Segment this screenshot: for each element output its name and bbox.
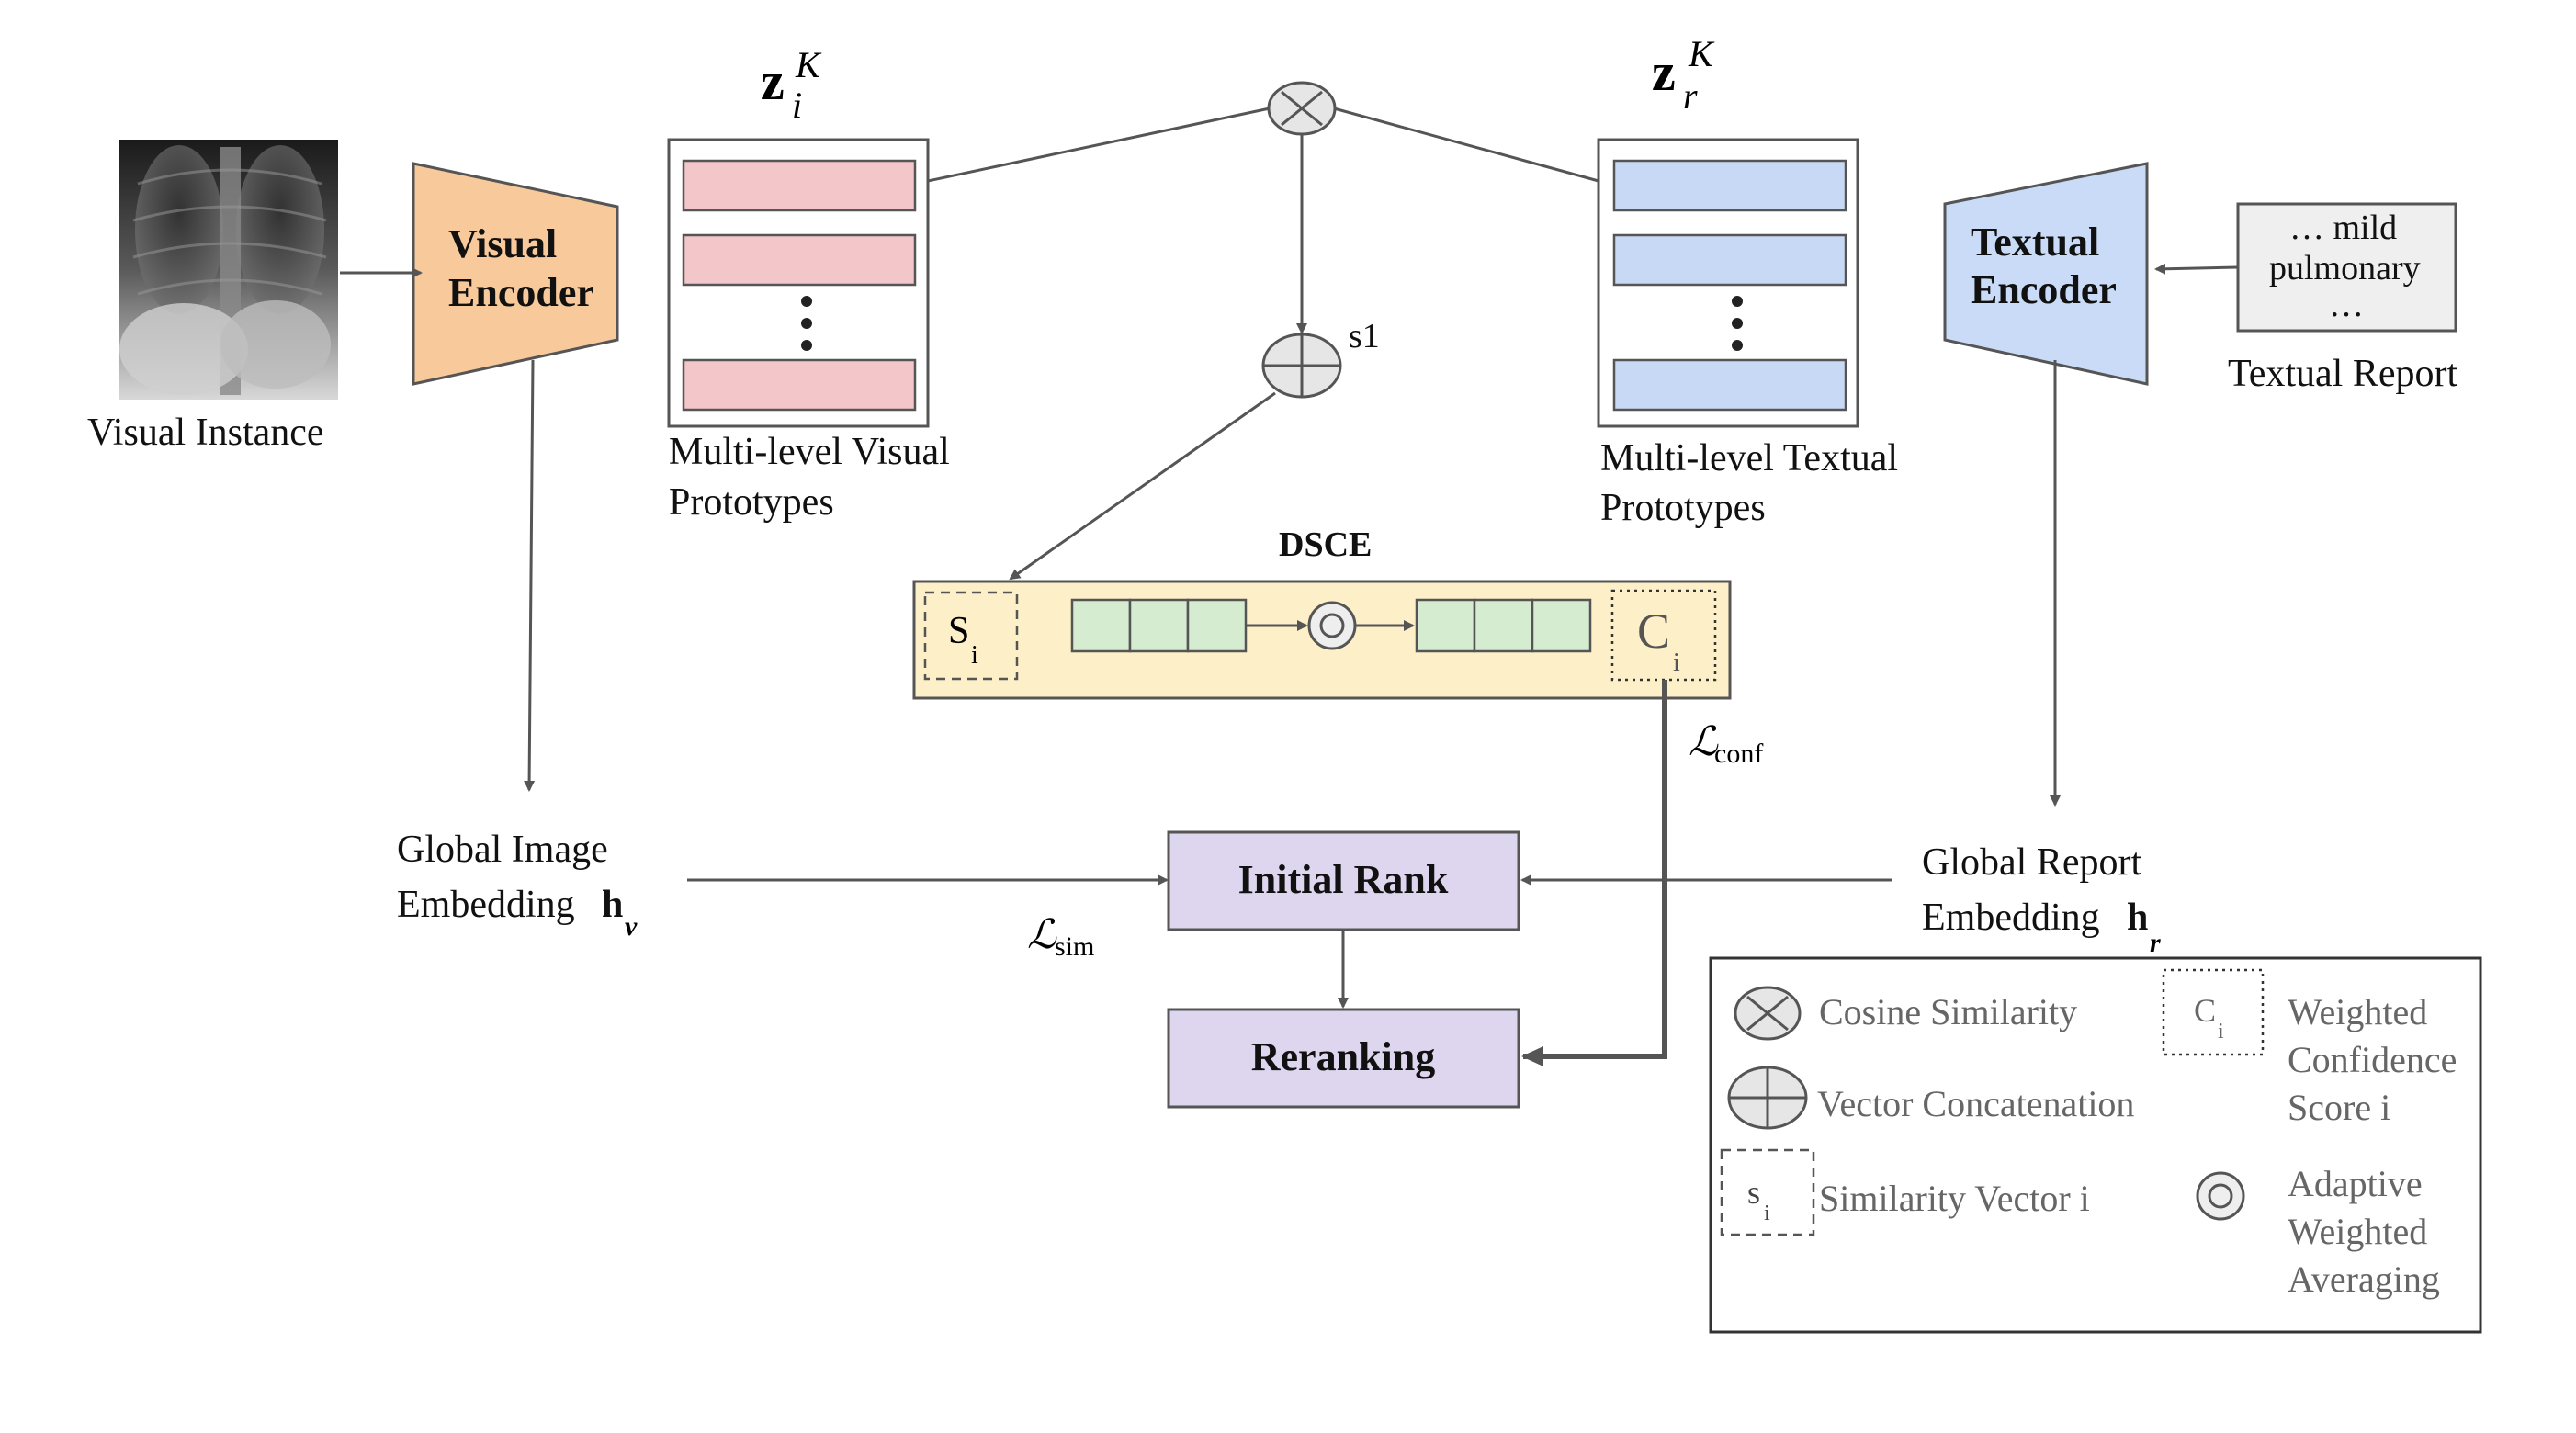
visual-encoder-label-2: Encoder — [448, 270, 594, 315]
line-visual-proto-to-cosine — [927, 107, 1271, 183]
loss-conf-sub: conf — [1714, 739, 1763, 769]
xray-image — [119, 140, 338, 400]
textual-encoder-block — [1943, 162, 2149, 386]
textual-prototype-symbol: z — [1652, 42, 1676, 102]
legend-confidence-icon — [2162, 968, 2265, 1056]
legend-concat-label: Vector Concatenation — [1817, 1083, 2134, 1124]
textual-prototypes-label-1: Multi-level Textual — [1600, 437, 1898, 480]
visual-prototypes-label-1: Multi-level Visual — [669, 431, 950, 473]
visual-prototype-bar-2 — [682, 233, 917, 287]
global-report-label-2: Embedding — [1922, 897, 2100, 939]
textual-prototype-bar-1 — [1612, 159, 1847, 212]
legend-cosine-label: Cosine Similarity — [1819, 991, 2077, 1032]
arrow-report-to-encoder — [2154, 263, 2239, 275]
loss-sim-sub: sim — [1055, 931, 1094, 962]
legend-simvec-label: Similarity Vector i — [1819, 1178, 2090, 1219]
textual-encoder-label-2: Encoder — [1971, 267, 2117, 312]
ellipsis-dot — [1732, 318, 1743, 329]
dsce-cell — [1531, 598, 1592, 653]
visual-encoder-block — [412, 162, 619, 386]
arrow-visual-encoder-to-embedding — [524, 359, 536, 792]
initial-rank-label: Initial Rank — [1238, 857, 1449, 902]
legend-awa-icon — [2196, 1171, 2245, 1221]
legend-concat-icon — [1727, 1066, 1808, 1130]
adaptive-weighted-averaging-icon — [1307, 601, 1357, 650]
textual-prototype-sub: r — [1683, 75, 1698, 117]
global-image-label-1: Global Image — [397, 829, 608, 871]
visual-instance-label: Visual Instance — [87, 412, 324, 454]
textual-prototype-sup: K — [1688, 33, 1715, 74]
dsce-cell — [1186, 598, 1248, 653]
reranking-label: Reranking — [1251, 1034, 1435, 1079]
global-report-var: h — [2127, 897, 2148, 939]
ellipsis-dot — [1732, 340, 1743, 351]
ci-sub: i — [1673, 649, 1680, 677]
textual-encoder-label-1: Textual — [1971, 220, 2099, 265]
dsce-cell — [1128, 598, 1190, 653]
visual-prototype-sup: K — [795, 44, 822, 85]
global-image-var-sub: v — [625, 911, 638, 942]
dsce-cell — [1415, 598, 1476, 653]
ellipsis-dot — [801, 318, 812, 329]
loss-sim-symbol: ℒ — [1027, 912, 1057, 957]
legend-cosine-icon — [1734, 986, 1802, 1041]
visual-prototype-bar-3 — [682, 358, 917, 412]
arrow-confidence-to-rerank — [1521, 680, 1667, 1066]
cosine-similarity-icon — [1267, 81, 1337, 136]
global-report-label-1: Global Report — [1922, 841, 2141, 884]
legend-conf-line-1: Weighted — [2288, 991, 2427, 1032]
si-symbol: S — [948, 610, 969, 652]
arrow-concat-to-dsce — [1009, 391, 1276, 581]
global-report-var-sub: r — [2150, 928, 2161, 958]
legend-si-symbol: s — [1747, 1174, 1760, 1211]
visual-prototype-symbol: z — [761, 51, 785, 111]
line-textual-proto-to-cosine — [1333, 107, 1599, 183]
textual-prototypes-label-2: Prototypes — [1600, 487, 1766, 529]
legend-conf-line-3: Score i — [2288, 1087, 2390, 1128]
reranking-box — [1167, 1008, 1520, 1109]
global-image-var: h — [602, 884, 623, 926]
legend-box — [1709, 956, 2482, 1334]
report-text-2: pulmonary — [2269, 249, 2421, 288]
report-text-3: … — [2329, 286, 2364, 324]
legend-si-sub: i — [1764, 1202, 1770, 1225]
report-text-1: … mild — [2289, 209, 2397, 247]
similarity-vector-si — [923, 591, 1019, 681]
concat-output-label: s1 — [1349, 317, 1380, 355]
textual-report-box — [2236, 202, 2457, 333]
ellipsis-dot — [801, 340, 812, 351]
legend-ci-sub: i — [2218, 1020, 2224, 1044]
legend-awa-line-2: Weighted — [2288, 1211, 2427, 1252]
textual-prototype-bar-2 — [1612, 233, 1847, 287]
dsce-cell — [1070, 598, 1132, 653]
loss-conf-symbol: ℒ — [1689, 719, 1719, 764]
visual-encoder-label-1: Visual — [448, 221, 557, 266]
si-sub: i — [971, 641, 978, 670]
ellipsis-dot — [801, 296, 812, 307]
legend-awa-line-1: Adaptive — [2288, 1163, 2423, 1204]
ellipsis-dot — [1732, 296, 1743, 307]
visual-prototype-bar-1 — [682, 159, 917, 212]
legend-ci-symbol: C — [2194, 992, 2216, 1029]
textual-prototype-bar-3 — [1612, 358, 1847, 412]
ci-symbol: C — [1637, 604, 1670, 659]
initial-rank-box — [1167, 830, 1520, 931]
global-image-label-2: Embedding — [397, 884, 575, 926]
visual-prototype-sub: i — [792, 85, 802, 126]
vector-concatenation-icon — [1261, 333, 1342, 399]
dsce-title: DSCE — [1279, 525, 1372, 564]
legend-similarity-vector-icon — [1720, 1148, 1815, 1236]
textual-report-label: Textual Report — [2228, 353, 2457, 395]
legend-conf-line-2: Confidence — [2288, 1039, 2457, 1080]
dsce-cell — [1473, 598, 1534, 653]
legend-awa-line-3: Averaging — [2288, 1258, 2440, 1300]
visual-prototypes-label-2: Prototypes — [669, 481, 834, 524]
